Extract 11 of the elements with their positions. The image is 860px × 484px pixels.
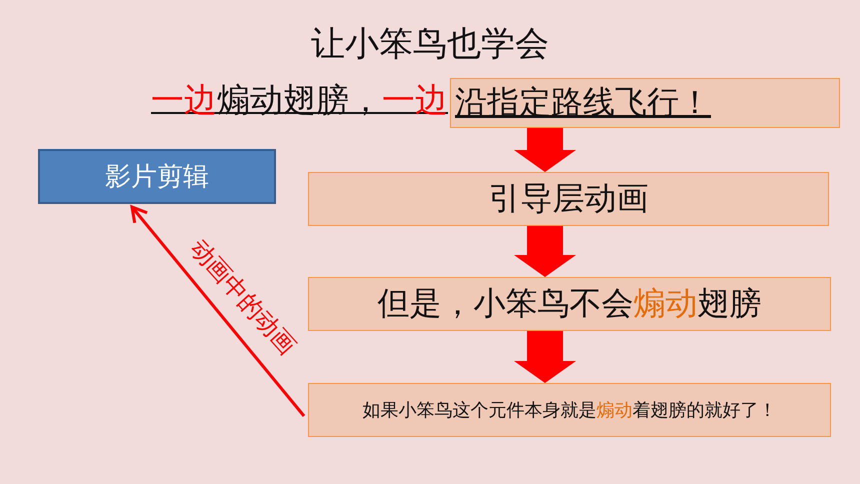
subtitle-text: 一边煽动翅膀，一边 <box>151 80 448 120</box>
block-arrow <box>514 331 576 383</box>
process-box: 但是，小笨鸟不会煽动翅膀 <box>308 277 831 331</box>
title: 让小笨鸟也学会 <box>310 24 550 64</box>
process-box: 引导层动画 <box>308 172 829 226</box>
block-arrow <box>514 128 576 172</box>
movie-clip-box: 影片剪辑 <box>38 149 276 204</box>
block-arrow <box>514 226 576 277</box>
edge-label: 动画中的动画 <box>185 234 301 360</box>
arrow <box>130 206 306 417</box>
process-box: 如果小笨鸟这个元件本身就是煽动着翅膀的就好了！ <box>308 383 831 437</box>
